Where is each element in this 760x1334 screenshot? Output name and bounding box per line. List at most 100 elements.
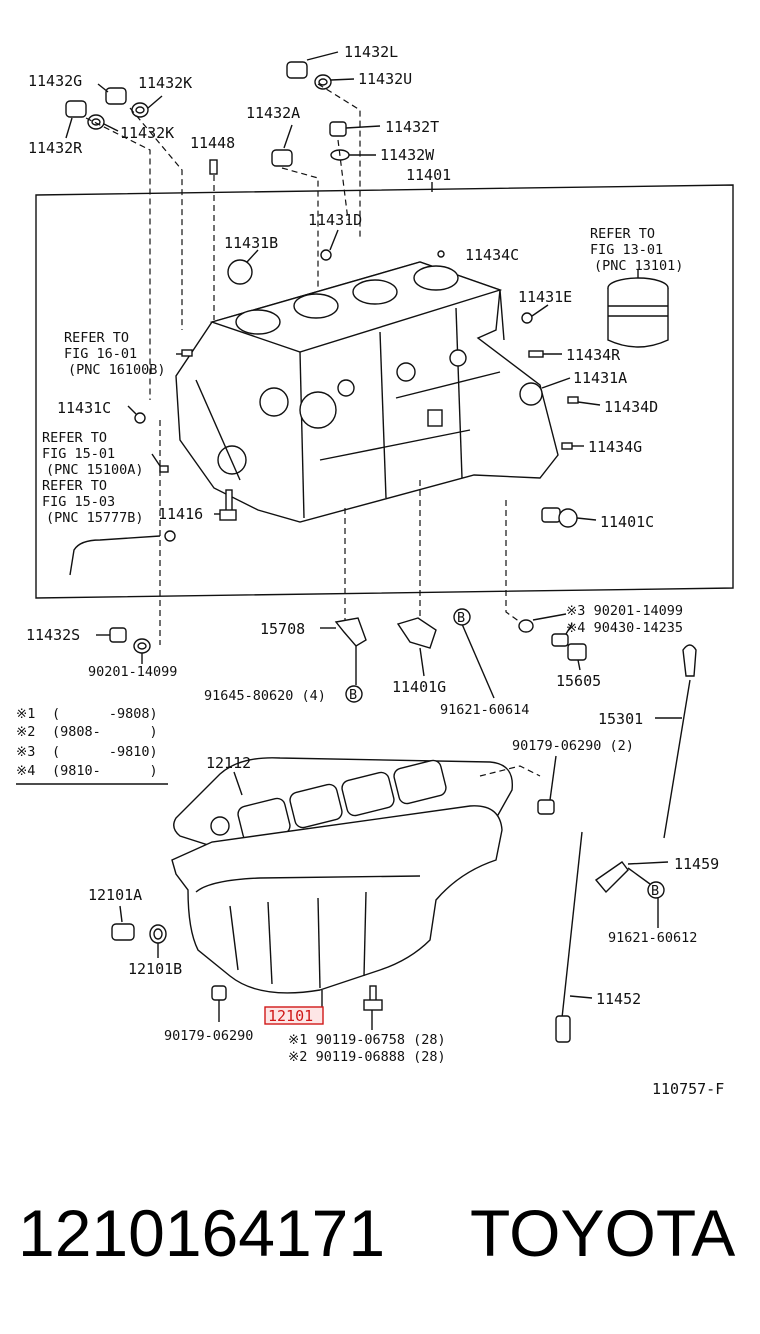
label-11432W: 11432W	[380, 146, 435, 164]
label-11401: 11401	[406, 166, 451, 184]
label-11432U: 11432U	[358, 70, 412, 88]
part-11452-guide-tube	[555, 831, 593, 1043]
part-11431E-plug	[521, 304, 549, 324]
svg-text:REFER TO: REFER TO	[42, 430, 107, 446]
part-11432K-washer-mid	[87, 114, 119, 132]
label-11434G: 11434G	[588, 438, 642, 456]
label-11431A: 11431A	[573, 369, 627, 387]
part-11416-bolt	[214, 489, 237, 521]
label-11432R: 11432R	[28, 139, 83, 157]
part-pipe-ref	[69, 530, 176, 576]
part-11432G-plug	[97, 83, 127, 105]
svg-text:FIG 15-03: FIG 15-03	[42, 494, 115, 510]
guide-15605	[505, 500, 521, 623]
refer-note-fig-15-01: REFER TO FIG 15-01 (PNC 15100A)	[42, 430, 144, 478]
part-11401G-sensor	[396, 617, 437, 677]
svg-text:B: B	[651, 883, 659, 899]
svg-text:FIG 15-01: FIG 15-01	[42, 446, 115, 462]
label-90201-14099-m3: ※3 90201-14099	[566, 603, 683, 619]
leader-91621-60614	[461, 623, 495, 699]
label-11416: 11416	[158, 505, 203, 523]
svg-text:FIG 13-01: FIG 13-01	[590, 242, 663, 258]
pin-16-01	[181, 349, 193, 357]
label-12101A: 12101A	[88, 886, 142, 904]
label-11432S: 11432S	[26, 626, 80, 644]
label-11431D: 11431D	[308, 211, 362, 229]
legend-row: ※4 (9810- )	[16, 763, 158, 779]
part-piston-ref	[607, 270, 669, 348]
label-11431C: 11431C	[57, 399, 111, 417]
highlighted-part-12101[interactable]: 12101	[264, 1006, 324, 1025]
part-11432W-washer	[330, 149, 376, 161]
svg-text:(9808- ): (9808- )	[52, 724, 158, 740]
label-15605: 15605	[556, 672, 601, 690]
legend-row: ※1 ( -9808)	[16, 706, 158, 722]
legend-row: ※2 (9808- )	[16, 724, 158, 740]
part-11432L-plug	[286, 51, 339, 79]
label-11432T: 11432T	[385, 118, 439, 136]
svg-text:REFER TO: REFER TO	[64, 330, 129, 346]
part-12101-oil-pan	[171, 805, 503, 1008]
label-90119-06758: ※1 90119-06758 (28)	[288, 1032, 446, 1048]
guide-11432T	[337, 139, 349, 221]
part-12101A-plug	[111, 905, 135, 941]
part-90119-bolt	[363, 985, 383, 1030]
label-11432L: 11432L	[344, 43, 398, 61]
svg-text:(9810- ): (9810- )	[52, 763, 158, 779]
label-11401C: 11401C	[600, 513, 654, 531]
part-15708-bracket	[320, 617, 367, 685]
label-90119-06888: ※2 90119-06888 (28)	[288, 1049, 446, 1065]
part-11432S-plug	[96, 627, 127, 643]
part-15301-dipstick	[655, 644, 697, 839]
footer-part-number: 1210164171	[18, 1196, 385, 1270]
label-15301: 15301	[598, 710, 643, 728]
refer-note-fig-16-01: REFER TO FIG 16-01 (PNC 16100B)	[64, 330, 166, 378]
svg-text:REFER TO: REFER TO	[590, 226, 655, 242]
leader-15-01	[151, 453, 161, 467]
part-11432T-plug	[329, 121, 381, 137]
part-11434R-pin	[528, 350, 562, 358]
label-11432K-mid: 11432K	[120, 124, 174, 142]
svg-text:※3: ※3	[16, 744, 35, 760]
part-11432A-plug	[271, 124, 293, 167]
label-11431E: 11431E	[518, 288, 572, 306]
svg-text:(PNC 15777B): (PNC 15777B)	[46, 510, 144, 526]
part-12101B-gasket	[149, 924, 167, 958]
part-11401C-plug	[541, 507, 597, 528]
label-11434R: 11434R	[566, 346, 621, 364]
svg-text:B: B	[349, 687, 357, 703]
svg-text:※4: ※4	[16, 763, 35, 779]
circle-b-marker-2: B	[453, 608, 471, 626]
part-11431C-plug	[127, 405, 146, 424]
part-15605-plug	[551, 623, 587, 671]
label-91645-80620: 91645-80620 (4)	[204, 688, 326, 704]
svg-text:B: B	[457, 610, 465, 626]
svg-text:※1: ※1	[16, 706, 35, 722]
guide-90179-06290	[479, 765, 541, 777]
legend-row: ※3 ( -9810)	[16, 744, 158, 760]
label-90201-14099: 90201-14099	[88, 664, 177, 680]
part-90179-06290-bolt-right	[537, 755, 557, 815]
svg-text:REFER TO: REFER TO	[42, 478, 107, 494]
guide-11432R	[85, 117, 151, 400]
refer-note-fig-15-03: REFER TO FIG 15-03 (PNC 15777B)	[42, 478, 144, 526]
footer-brand: TOYOTA	[470, 1196, 735, 1270]
label-11434D: 11434D	[604, 398, 658, 416]
engine-block-frame	[35, 184, 734, 599]
part-90179-06290-bolt-left	[211, 985, 227, 1022]
svg-text:(PNC 16100B): (PNC 16100B)	[68, 362, 166, 378]
part-washer-m3	[518, 613, 567, 633]
svg-text:( -9808): ( -9808)	[52, 706, 158, 722]
label-91621-60612: 91621-60612	[608, 930, 697, 946]
legend: ※1 ( -9808) ※2 (9808- ) ※3 ( -9810) ※4 (…	[16, 706, 168, 785]
part-11432K-washer-top	[131, 95, 163, 118]
part-11448-pin	[209, 159, 218, 175]
label-11431B: 11431B	[224, 234, 278, 252]
label-12101B: 12101B	[128, 960, 182, 978]
part-11432R-plug	[65, 100, 87, 139]
label-11459: 11459	[674, 855, 719, 873]
part-90201-14099-washer	[133, 638, 151, 664]
circle-b-marker-3: B	[647, 881, 665, 899]
label-12112: 12112	[206, 754, 251, 772]
